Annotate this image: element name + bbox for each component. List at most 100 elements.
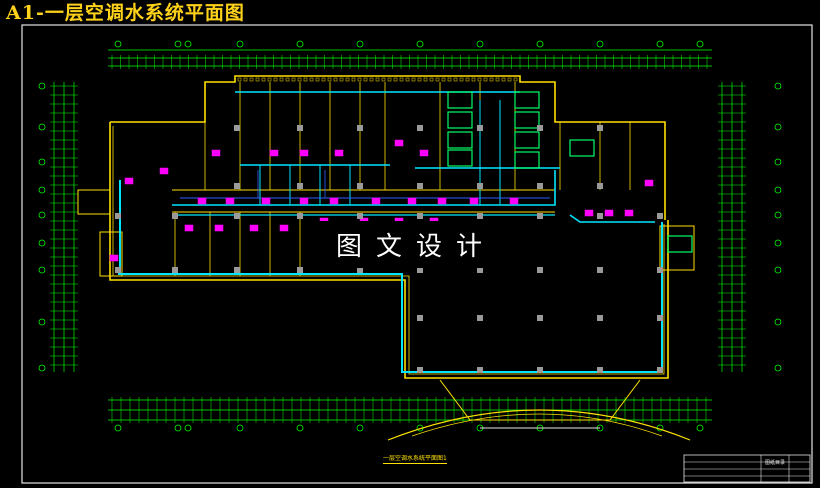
axis-bubble-bottom [114, 424, 122, 432]
window-mark [465, 77, 470, 82]
window-mark [249, 77, 254, 82]
axis-bubble-left [38, 82, 46, 90]
watermark-banner: 图文设计 [317, 221, 503, 268]
column [537, 183, 543, 189]
axis-bubble-right [774, 158, 782, 166]
window-mark [387, 77, 392, 82]
window-mark [309, 77, 314, 82]
window-mark [261, 77, 266, 82]
window-mark [279, 77, 284, 82]
fan-coil-unit [469, 197, 479, 205]
axis-markers [38, 40, 782, 432]
fan-coil-unit [269, 149, 279, 157]
axis-bubble-bottom [356, 424, 364, 432]
window-mark [393, 77, 398, 82]
window-mark [471, 77, 476, 82]
column [477, 183, 483, 189]
axis-bubble-top [656, 40, 664, 48]
column [297, 183, 303, 189]
wall-inner-line [112, 126, 665, 375]
window-mark [237, 77, 242, 82]
column [417, 315, 423, 321]
right-stair-wall [659, 225, 695, 271]
column [477, 213, 483, 219]
axis-bubble-right [774, 186, 782, 194]
window-mark [297, 77, 302, 82]
axis-bubble-left [38, 239, 46, 247]
column [657, 213, 663, 219]
window-mark [339, 77, 344, 82]
window-mark [351, 77, 356, 82]
drawing-frame [21, 24, 813, 484]
axis-bubble-bottom [236, 424, 244, 432]
window-mark [477, 77, 482, 82]
axis-bubble-right [774, 266, 782, 274]
column [657, 315, 663, 321]
window-mark [285, 77, 290, 82]
axis-bubble-bottom [184, 424, 192, 432]
fan-coil-unit [197, 197, 207, 205]
window-mark [405, 77, 410, 82]
column [357, 213, 363, 219]
column [297, 125, 303, 131]
column [537, 125, 543, 131]
column [417, 367, 423, 373]
column [417, 125, 423, 131]
column [537, 267, 543, 273]
column [597, 267, 603, 273]
window-mark [321, 77, 326, 82]
fan-coil-unit [624, 209, 634, 217]
column [477, 125, 483, 131]
axis-bubble-top [536, 40, 544, 48]
column [234, 213, 240, 219]
fan-coil-unit [329, 197, 339, 205]
axis-bubble-left [38, 364, 46, 372]
building-walls [77, 75, 695, 379]
plan-caption: 一层空调水系统平面图1:100 [383, 455, 447, 464]
column [357, 125, 363, 131]
fan-coil-unit [159, 167, 169, 175]
fan-coil-unit [225, 197, 235, 205]
axis-bubble-left [38, 158, 46, 166]
fan-coil-unit [261, 197, 271, 205]
fan-coil-unit [211, 149, 221, 157]
window-mark [483, 77, 488, 82]
window-mark [495, 77, 500, 82]
axis-bubble-right [774, 211, 782, 219]
axis-bubble-left [38, 318, 46, 326]
canopy-platform [439, 379, 641, 421]
column [417, 183, 423, 189]
window-mark [453, 77, 458, 82]
axis-bubble-left [38, 123, 46, 131]
window-mark [369, 77, 374, 82]
ahu-room [447, 91, 473, 109]
column [357, 183, 363, 189]
column [297, 213, 303, 219]
fan-coil-unit [334, 149, 344, 157]
window-mark [459, 77, 464, 82]
window-mark [291, 77, 296, 82]
column [657, 267, 663, 273]
column [597, 367, 603, 373]
column [297, 267, 303, 273]
axis-bubble-top [476, 40, 484, 48]
fan-coil-unit [299, 149, 309, 157]
axis-bubble-top [416, 40, 424, 48]
axis-bubble-left [38, 211, 46, 219]
column [597, 183, 603, 189]
ahu-room [514, 111, 540, 129]
window-mark [327, 77, 332, 82]
column [657, 367, 663, 373]
fan-coil-unit [214, 224, 224, 232]
column [537, 213, 543, 219]
window-mark [411, 77, 416, 82]
title-block [683, 454, 811, 483]
dimension-lines [50, 49, 746, 423]
window-mark [357, 77, 362, 82]
fan-coil-unit [249, 224, 259, 232]
column [597, 315, 603, 321]
window-mark [399, 77, 404, 82]
window-mark [489, 77, 494, 82]
axis-bubble-top [296, 40, 304, 48]
ahu-room [569, 139, 595, 157]
